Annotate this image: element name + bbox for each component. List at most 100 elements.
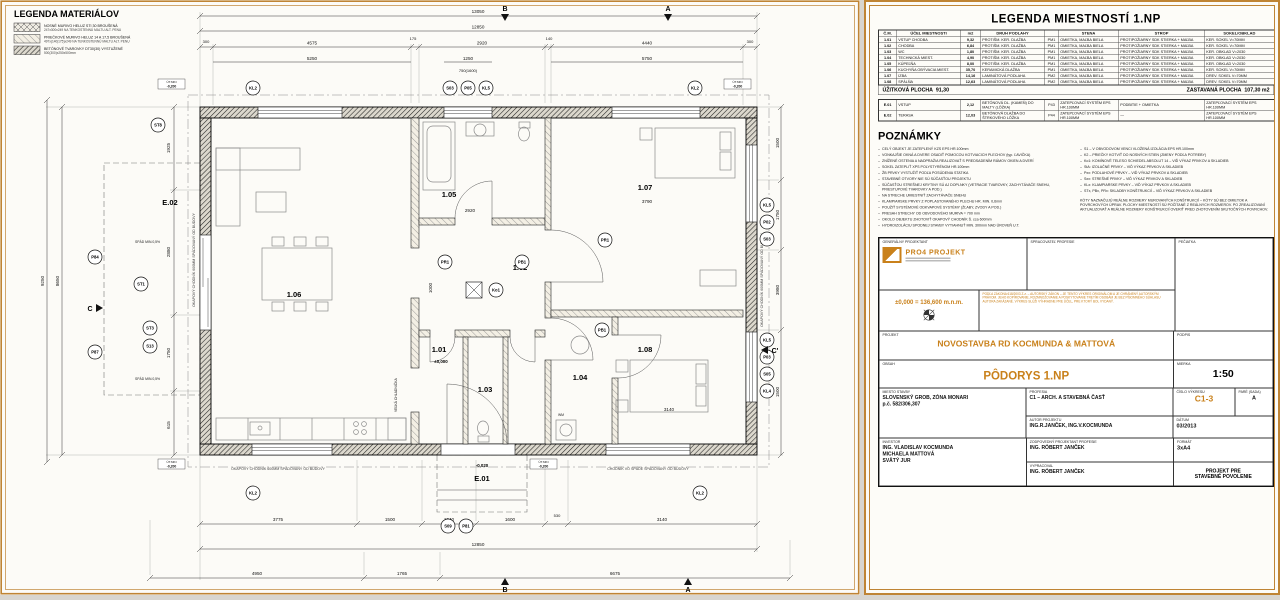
material-swatch	[13, 45, 41, 55]
marker-label: P81	[462, 524, 470, 529]
material-swatch	[13, 22, 41, 32]
note-item: SÚČASŤOU STREŠNEJ KRYTINY SÚ AJ DOPLNKY …	[878, 182, 1072, 191]
notes-footer: KÓTY NAZNAČUJÚ REÁLNE ROZMERY MUROVANÝCH…	[1080, 197, 1269, 212]
walkway-note: CHODNÍK VO SPÁDE SPÁDOVANÝ OD BUDOVY	[607, 467, 689, 471]
scale-cell: MIERKA 1:50	[1173, 359, 1273, 388]
project-label: PROJEKT	[882, 333, 899, 337]
drawing-sheet-legend: LEGENDA MIESTNOSTÍ 1.NP Č.M.ÚČEL MIESTNO…	[864, 0, 1280, 595]
dim-label: 1500	[385, 517, 396, 522]
stage-line-1: PROJEKT PRE	[1205, 468, 1241, 474]
room-floor: BETÓNOVÁ DLAŽBA DO ŠTRKOVÉHO LÔŽKA	[980, 109, 1045, 122]
project-stage-cell: PROJEKT PRE STAVEBNÉ POVOLENIE	[1173, 461, 1273, 486]
ut-box: ÚT.MIN -0,200	[157, 458, 186, 470]
investor-cell: INVESTOR ING. VLADISLAV KOCMUNDA MICHAEL…	[879, 437, 1027, 486]
dim-label: 5250	[307, 56, 318, 61]
signature-cell: PODPIS	[1173, 330, 1273, 360]
section-arrow	[664, 14, 672, 21]
prepared-by-value: ING. RÓBERT JANČEK	[1029, 468, 1085, 475]
marker-label: KL4	[763, 389, 772, 394]
right-sheet-frame: LEGENDA MIESTNOSTÍ 1.NP Č.M.ÚČEL MIESTNO…	[869, 5, 1275, 590]
marker-label: P02	[763, 220, 771, 225]
room-label-105: 1.05	[442, 190, 457, 199]
dim-label: 12850	[472, 25, 485, 30]
note-item: Ko1: KOMÍNOVÉ TELESO SCHIEDEL ABSOLUT 14…	[1080, 158, 1274, 163]
room-row: 1.01 VSTUP CHODBA 9,32 PROTIŠM. KER. DLA…	[878, 36, 1274, 43]
notes-section: POZNÁMKY CELÝ OBJEKT JE ZATEPLENÝ KZS EP…	[878, 129, 1274, 229]
exterior-rooms-table: E.01 VSTUP 2,12 BETÓNOVÁ DL. (KAMEŇ) DO …	[878, 98, 1274, 122]
section-marks: B A B A C C'	[87, 6, 778, 594]
section-letter-c-prime: C'	[772, 348, 779, 355]
author-value: ING.R.JANČEK, ING.V.KOCMUNDA	[1029, 422, 1113, 429]
level-marks: ±0,000 -0,020 SPÁD MIN.0,5% SPÁD MIN.0,5…	[135, 78, 752, 470]
level-minus: -0,020	[476, 463, 489, 468]
dim-label: 1925	[166, 142, 171, 153]
marker-label: PR1	[441, 260, 450, 265]
note-item: Sxx: STREŠNÉ PRVKY – VIĎ VÝKAZ PRVKOV A …	[1080, 176, 1274, 181]
room-number: E.01	[878, 99, 897, 111]
room-label-106: 1.06	[287, 290, 302, 299]
room-floor: BETÓNOVÁ DL. (KAMEŇ) DO MALTY (LÔŽKA)	[980, 99, 1045, 111]
section-arrow	[96, 304, 103, 312]
marker-label: S03	[446, 86, 454, 91]
builtup-area-value: 107,30 m2	[1244, 86, 1270, 93]
room-ceiling: PROTIPOŽIARNY SDK STIERKA + MAĽBA	[1118, 54, 1205, 61]
room-row: 1.07 IZBA 14,16 LAMINÁTOVÁ PODLAHA PM2 O…	[878, 72, 1274, 79]
room-legend-header: SOKEL/OBKLAD	[1204, 29, 1274, 37]
edge-texts: OKAPOVÝ CHODNÍK 600MM SPÁDOVANÝ OD BUDOV…	[192, 213, 764, 471]
room-area: 12,63	[960, 78, 981, 86]
dim-label: 3775	[273, 517, 284, 522]
marker-label: P05	[464, 86, 472, 91]
room-ceiling: PROTIPOŽIARNY SDK STIERKA + MAĽBA	[1118, 66, 1205, 73]
room-skirting: DREV. SOKEL V=70MM	[1204, 72, 1274, 79]
date-cell: DÁTUM 03/2013	[1173, 415, 1273, 438]
note-item: S1 – V OBVODOVOM VENCI VLOŽENÁ IZOLÁCIA …	[1080, 146, 1274, 151]
room-wall: ZATEPĽOVACÍ SYSTÉM EPS HR.100MM	[1058, 109, 1119, 122]
note-item: SOKEL ZATEPLIŤ XPS POLYSTYRÉNOM HR.100mm	[878, 164, 1072, 169]
stage-line-2: STAVEBNÉ POVOLENIE	[1194, 473, 1252, 480]
room-number: 1.08	[878, 78, 897, 86]
marker-label: PB1	[518, 260, 527, 265]
level-zero: ±0,000	[434, 359, 448, 364]
windows	[199, 106, 758, 456]
room-row: 1.08 SPÁLŇA 12,63 LAMINÁTOVÁ PODLAHA PM2…	[878, 78, 1274, 86]
room-ceiling: PROTIPOŽIARNY SDK STIERKA + MAĽBA	[1118, 48, 1205, 55]
elevation-cell: ±0,000 = 136,600 m.n.m.	[879, 289, 979, 331]
dim-label: 1750	[775, 209, 780, 220]
ut-value: -0,200	[167, 465, 177, 469]
pro4-logo-text: PRO4 PROJEKT	[905, 248, 966, 257]
chimney	[465, 281, 483, 299]
dimension-lines	[43, 12, 794, 582]
room-label-103: 1.03	[478, 385, 493, 394]
responsible-designer-cell: ZODPOVEDNÝ PROJEKTANT PROFESIE ING. RÓBE…	[1026, 437, 1174, 462]
investor-name-2: MICHAELA MATTOVÁ	[882, 451, 935, 457]
ut-box: ÚT.MIN -0,200	[157, 78, 186, 90]
notes-list-left: CELÝ OBJEKT JE ZATEPLENÝ KZS EPS HR.100m…	[878, 146, 1072, 229]
format-label: FORMÁT	[1177, 440, 1192, 444]
profession-processor-label: SPRACOVATEĽ PROFESIE	[1030, 240, 1075, 244]
project-title: NOVOSTAVBA RD KOCMUNDA & MATTOVÁ	[937, 338, 1116, 349]
room-label-e01: E.01	[474, 474, 489, 483]
dim-label: 2920	[477, 41, 488, 46]
dim-label: 140	[546, 36, 553, 41]
dim-label: 5750	[642, 56, 653, 61]
author-cell: AUTOR PROJEKTU ING.R.JANČEK, ING.V.KOCMU…	[1026, 415, 1173, 438]
dim-label: 1750	[166, 347, 171, 358]
room-labels: E.02 1.05 1.06 1.02 1.01 1.03 1.04 1.07 …	[162, 183, 652, 483]
dim-label: 615	[166, 421, 171, 429]
room-area: 2,12	[960, 99, 981, 111]
profession-label: PROFESIA	[1029, 390, 1048, 394]
marker-label: ST8	[154, 123, 162, 128]
room-label-108: 1.08	[638, 345, 653, 354]
material-label: PRIEČKOVÉ MURIVO HELUZ 14 A 17,5 BROUŠEN…	[44, 35, 131, 40]
room-name: VSTUP	[896, 99, 961, 111]
material-swatch	[13, 34, 41, 44]
dim-label: 13050	[472, 9, 485, 14]
ut-label: ÚT.MIN	[167, 79, 177, 84]
room-number: E.02	[878, 109, 897, 122]
general-designer-label: GENERÁLNY PROJEKTANT	[882, 240, 928, 244]
floor-plan-svg: LEGENDA MATERIÁLOV NOSNÉ MURIVO HELUZ ST…	[0, 0, 860, 595]
room-floor: LAMINÁTOVÁ PODLAHA	[980, 78, 1045, 86]
section-letter-b: B	[502, 6, 507, 13]
dim-label: 300	[203, 39, 210, 44]
ut-label: ÚT.MIN	[167, 459, 177, 464]
